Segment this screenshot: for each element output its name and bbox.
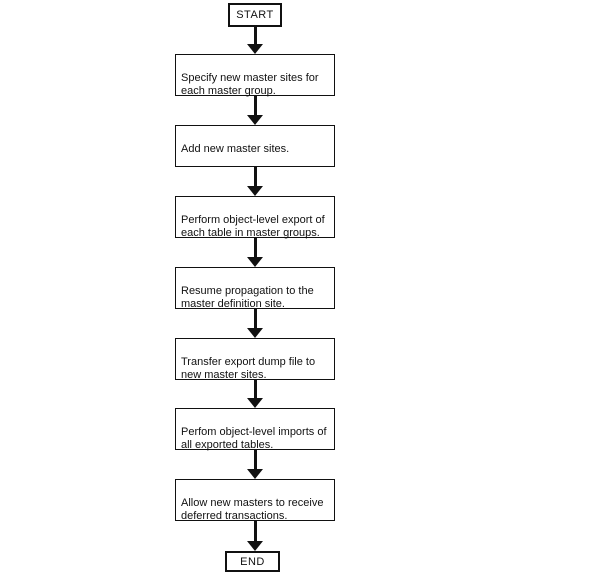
step-box-allow-deferred-transactions: Allow new masters to receive deferred tr… (175, 479, 335, 522)
step-text: Transfer export dump file to new master … (181, 356, 316, 381)
step-text: Perform object-level export of each tabl… (181, 214, 325, 239)
arrow-stem (253, 238, 257, 257)
step-box-object-level-imports: Perfom object-level imports of all expor… (175, 408, 335, 451)
arrowhead-down-icon (247, 328, 263, 338)
arrow-stem (253, 521, 257, 541)
arrow-stem (253, 96, 257, 115)
flow-arrow (247, 167, 263, 196)
step-box-resume-propagation: Resume propagation to the master definit… (175, 267, 335, 310)
arrow-stem (253, 380, 257, 398)
step-text: Resume propagation to the master definit… (181, 285, 314, 310)
step-box-object-level-export: Perform object-level export of each tabl… (175, 196, 335, 239)
arrowhead-down-icon (247, 469, 263, 479)
arrow-stem (253, 167, 257, 186)
step-box-specify-master-sites: Specify new master sites for each master… (175, 54, 335, 97)
end-node: END (225, 551, 280, 572)
arrowhead-down-icon (247, 541, 263, 551)
step-text: Allow new masters to receive deferred tr… (181, 497, 324, 522)
flow-arrow (247, 450, 263, 479)
step-text: Specify new master sites for each master… (181, 72, 319, 97)
arrowhead-down-icon (247, 44, 263, 54)
step-text: Add new master sites. (181, 143, 290, 155)
step-text: Perfom object-level imports of all expor… (181, 426, 327, 451)
arrowhead-down-icon (247, 398, 263, 408)
arrowhead-down-icon (247, 115, 263, 125)
flow-arrow (247, 27, 263, 54)
flow-arrow (247, 96, 263, 125)
arrow-stem (253, 309, 257, 328)
step-box-transfer-export-dump: Transfer export dump file to new master … (175, 338, 335, 381)
end-label: END (240, 555, 265, 568)
arrow-stem (253, 450, 257, 469)
flow-arrow (247, 380, 263, 408)
start-node: START (228, 3, 282, 27)
arrowhead-down-icon (247, 257, 263, 267)
arrow-stem (253, 27, 257, 44)
arrowhead-down-icon (247, 186, 263, 196)
flow-arrow (247, 309, 263, 338)
flow-arrow (247, 521, 263, 551)
step-box-add-master-sites: Add new master sites. (175, 125, 335, 167)
flow-arrow (247, 238, 263, 267)
start-label: START (236, 9, 274, 21)
